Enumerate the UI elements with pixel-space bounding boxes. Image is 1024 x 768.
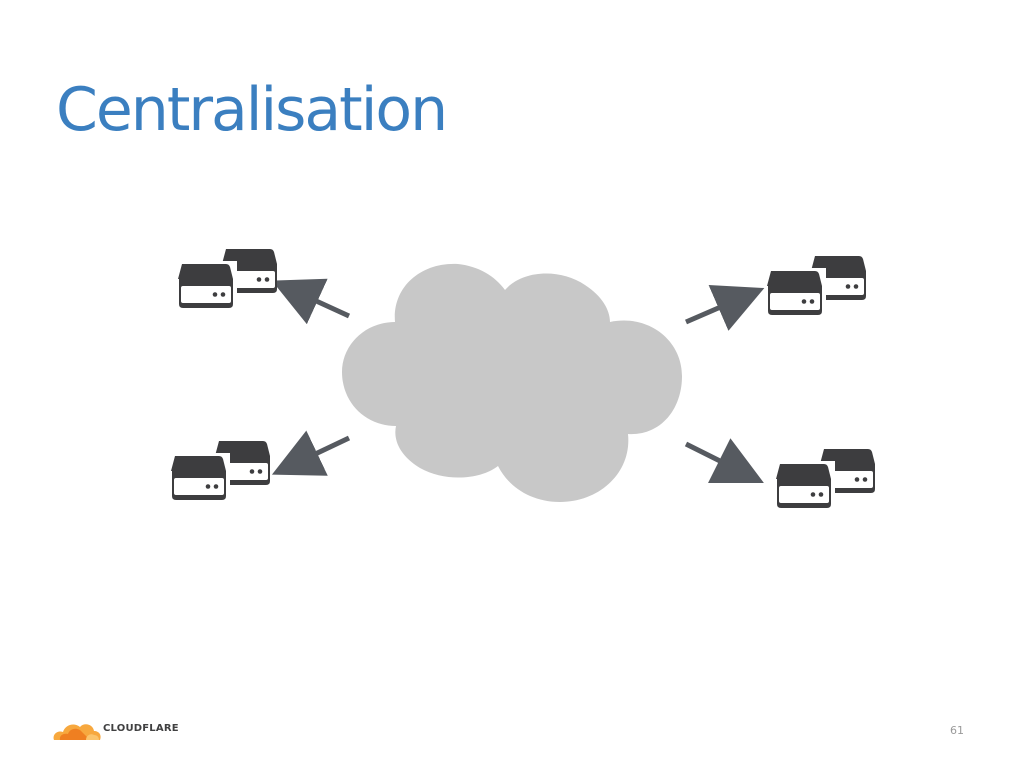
server-icon: [176, 249, 277, 312]
page-number: 61: [950, 724, 964, 737]
server-icon: [169, 441, 270, 504]
cloud-icon: [342, 263, 682, 502]
arrow-bottom-left: [271, 430, 351, 476]
arrow-top-left: [271, 278, 351, 325]
slide-title: Centralisation: [56, 75, 448, 145]
arrow-top-right: [685, 284, 765, 331]
logo-text: CLOUDFLARE: [103, 723, 179, 734]
cloudflare-logo: CLOUDFLARE: [50, 716, 190, 744]
server-icon: [765, 256, 866, 319]
server-icon: [774, 449, 875, 512]
cloudflare-cloud-icon: [53, 724, 101, 740]
arrow-bottom-right: [684, 438, 764, 483]
